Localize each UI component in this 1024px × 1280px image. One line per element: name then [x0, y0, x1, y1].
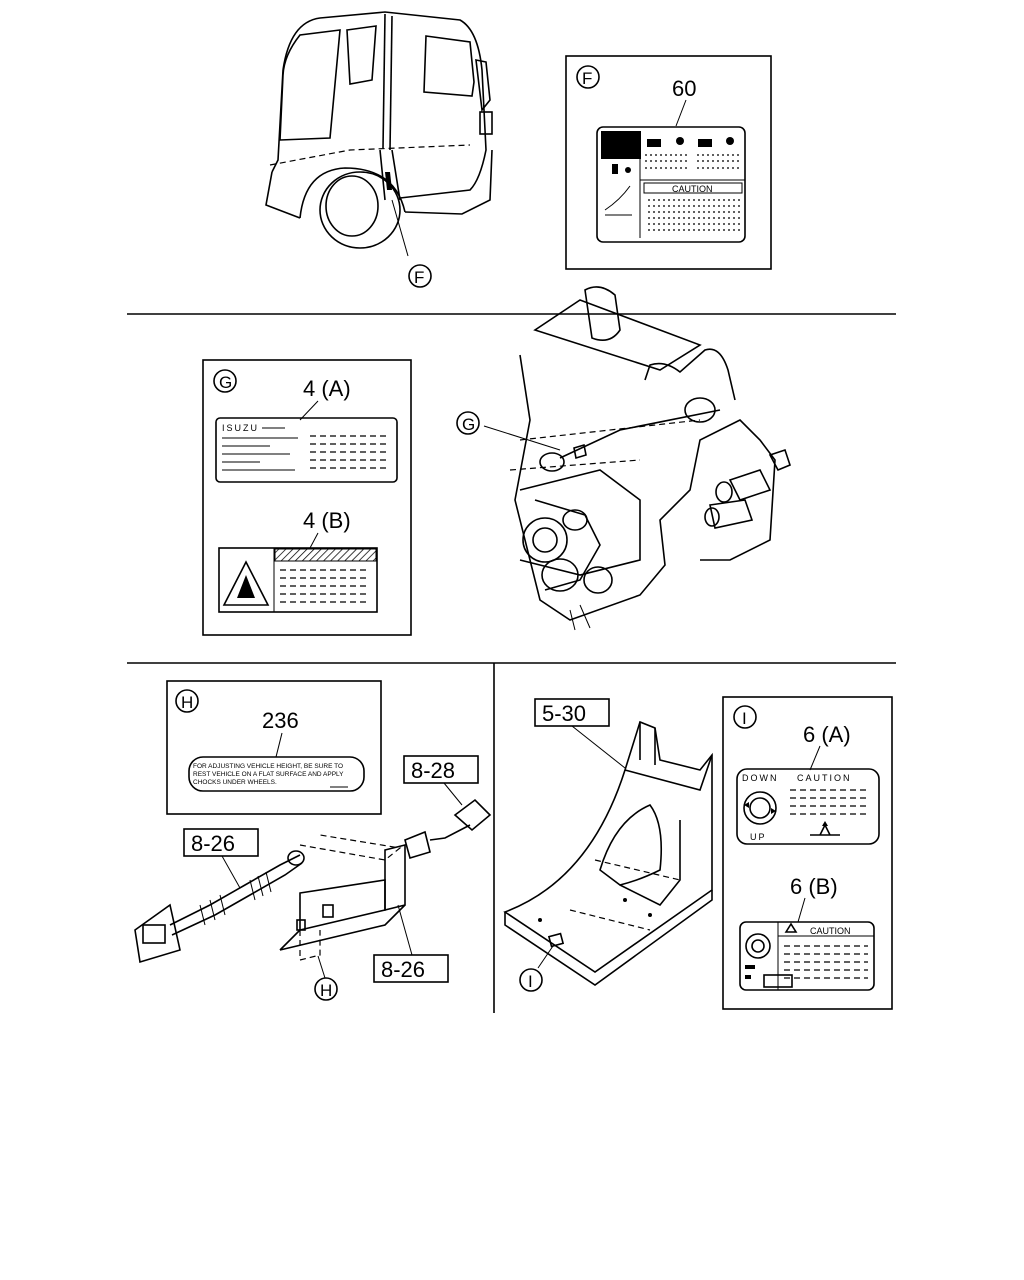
part-6B-label: 6 (B): [790, 874, 838, 899]
label-236-line1: FOR ADJUSTING VEHICLE HEIGHT, BE SURE TO: [193, 763, 343, 770]
height-sensor-illustration: 8-28 8-26 H 8-26: [134, 755, 492, 1001]
panel-F: F 60 CAUTION: [565, 55, 772, 270]
ref-I-bracket: I: [528, 972, 533, 991]
engine-illustration: G: [456, 286, 791, 631]
part-236-label: 236: [262, 708, 299, 733]
panel-I: I 6 (A) DOWN CAUTION UP 6 (B) CAUTION: [722, 696, 893, 1010]
part-6A-label: 6 (A): [803, 722, 851, 747]
label-236-line2: REST VEHICLE ON A FLAT SURFACE AND APPLY: [193, 771, 344, 778]
ref-F-cab: F: [414, 268, 424, 287]
box-8-26-lower: 8-26: [381, 957, 425, 982]
panel-H: H 236 FOR ADJUSTING VEHICLE HEIGHT, BE S…: [166, 680, 382, 815]
part-4B-label: 4 (B): [303, 508, 351, 533]
ref-G-engine: G: [462, 415, 475, 434]
truck-cab-illustration: F: [265, 11, 493, 288]
bracket-cover-illustration: 5-30 I: [503, 698, 713, 992]
part-60-label: 60: [672, 76, 696, 101]
box-8-28: 8-28: [411, 758, 455, 783]
isuzu-logo-text: ISUZU: [222, 423, 259, 433]
label-6A-caution: CAUTION: [797, 773, 852, 783]
part-4A-label: 4 (A): [303, 376, 351, 401]
caution-label-60: CAUTION: [672, 184, 713, 194]
label-6B-caution: CAUTION: [810, 926, 851, 936]
panel-F-letter: F: [582, 69, 592, 88]
panel-G: G 4 (A) ISUZU 4 (B): [202, 359, 412, 636]
panel-G-letter: G: [219, 373, 232, 392]
panel-I-letter: I: [742, 709, 747, 728]
ref-H-bracket: H: [320, 981, 332, 1000]
box-5-30: 5-30: [542, 701, 586, 726]
panel-H-letter: H: [181, 693, 193, 712]
label-6A-up: UP: [750, 832, 767, 842]
label-236-line3: CHOCKS UNDER WHEELS.: [193, 779, 277, 786]
label-6A-down: DOWN: [742, 773, 779, 783]
box-8-26-upper: 8-26: [191, 831, 235, 856]
